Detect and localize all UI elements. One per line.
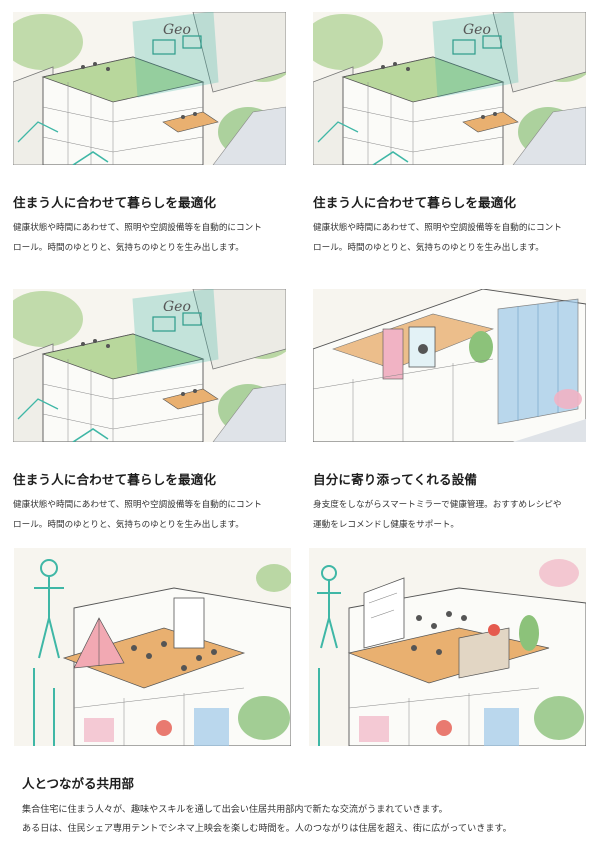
section-title: 人とつながる共用部: [22, 776, 135, 791]
sign-text: Geo: [163, 22, 191, 38]
card-title: 住まう人に合わせて暮らしを最適化: [313, 195, 517, 210]
sign-text: Geo: [463, 22, 491, 38]
feature-card: Geo 住まう人に合わせて暮らしを最適化 健康状態や時間にあわせて、照明や空調設…: [313, 12, 586, 253]
section-description: 集合住宅に住まう人々が、趣味やスキルを通して出会い住居共用部内で新たな交流がうま…: [22, 805, 512, 834]
smart-mirror-illustration: [313, 289, 586, 442]
smart-home-illustration: Geo: [13, 12, 286, 165]
card-description: 健康状態や時間にあわせて、照明や空調設備等を自動的にコント ロール。時間のゆとり…: [13, 500, 262, 530]
sign-text: Geo: [163, 299, 191, 315]
card-title: 自分に寄り添ってくれる設備: [313, 472, 478, 487]
smart-home-illustration: Geo: [313, 12, 586, 165]
card-title: 住まう人に合わせて暮らしを最適化: [13, 195, 217, 210]
smart-home-illustration: Geo: [13, 289, 286, 442]
shared-space-kitchen-illustration: [309, 548, 586, 746]
card-title: 住まう人に合わせて暮らしを最適化: [13, 472, 217, 487]
feature-card: Geo 住まう人に合わせて暮らしを最適化 健康状態や時間にあわせて、照明や空調設…: [13, 12, 286, 253]
feature-card: 自分に寄り添ってくれる設備 身支度をしながらスマートミラーで健康管理。おすすめレ…: [313, 289, 586, 530]
card-description: 健康状態や時間にあわせて、照明や空調設備等を自動的にコント ロール。時間のゆとり…: [313, 223, 562, 253]
card-description: 身支度をしながらスマートミラーで健康管理。おすすめレシピや 運動をレコメンドし健…: [313, 500, 562, 530]
card-description: 健康状態や時間にあわせて、照明や空調設備等を自動的にコント ロール。時間のゆとり…: [13, 223, 262, 253]
shared-space-tent-illustration: [14, 548, 291, 746]
feature-card: Geo 住まう人に合わせて暮らしを最適化 健康状態や時間にあわせて、照明や空調設…: [13, 289, 286, 530]
